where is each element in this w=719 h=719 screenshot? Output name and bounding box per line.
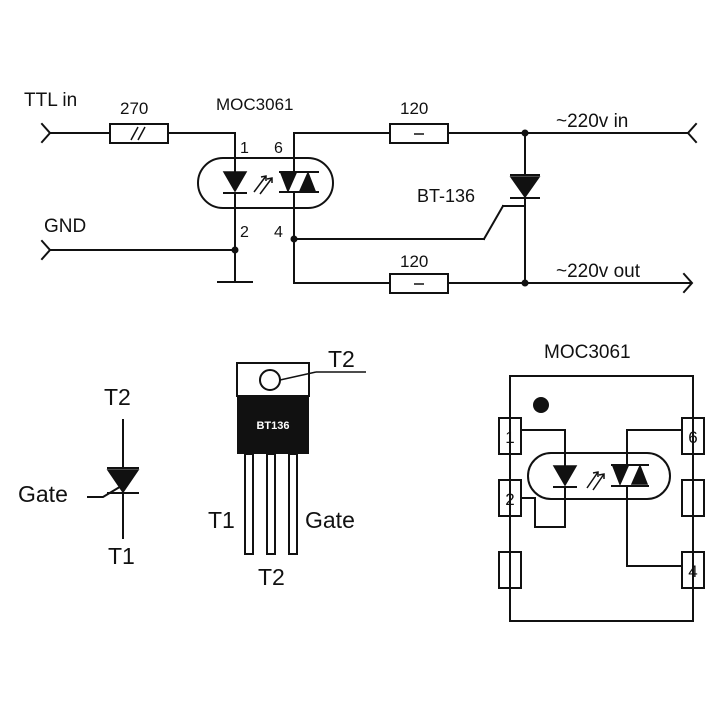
resistor-120-bottom-label: 120	[400, 252, 428, 271]
pin-4-box	[681, 551, 705, 589]
mains-in-terminal	[686, 122, 698, 144]
ttl-in-terminal	[40, 122, 52, 144]
package-body	[237, 396, 309, 454]
junction-dot	[231, 246, 239, 254]
mains-in-label: ~220v in	[556, 111, 628, 132]
triac-t2-label: T2	[104, 384, 131, 410]
pin-6-label: 6	[688, 428, 697, 447]
pin-nc-left	[498, 551, 522, 589]
main-schematic: TTL in 270 MOC3061	[24, 90, 698, 294]
triac-gate-label: Gate	[18, 481, 68, 507]
triac-pinout-symbol: T2 Gate T1	[18, 384, 140, 569]
mains-out-terminal	[682, 272, 694, 294]
package-lead-t1	[244, 453, 254, 555]
opto-triac-symbol	[279, 132, 319, 240]
triac-label: BT-136	[417, 186, 475, 206]
pin-6-box	[681, 417, 705, 455]
ttl-in-label: TTL in	[24, 90, 77, 111]
resistor-120-bottom	[389, 273, 449, 294]
moc3061-label: MOC3061	[216, 95, 293, 114]
resistor-270-label: 270	[120, 99, 148, 118]
opto-pin4-label: 4	[274, 224, 283, 241]
to220-package: T2 BT136 T1 Gate T2	[208, 346, 366, 590]
gnd-label: GND	[44, 216, 86, 237]
bt136-triac-symbol	[482, 132, 541, 284]
resistor-120-top-label: 120	[400, 99, 428, 118]
package-marking: BT136	[256, 420, 289, 432]
opto-pin2-label: 2	[240, 224, 249, 241]
resistor-270	[109, 123, 169, 144]
package-t1-label: T1	[208, 507, 235, 533]
pin1-marker	[533, 397, 549, 413]
triac-t1-label: T1	[108, 543, 135, 569]
package-t2-bottom-label: T2	[258, 564, 285, 590]
gnd-terminal	[40, 239, 52, 261]
package-lead-gate	[288, 453, 298, 555]
mounting-hole	[259, 369, 281, 391]
pin-1-label: 1	[505, 428, 514, 447]
light-arrows	[253, 175, 273, 195]
package-lead-t2	[266, 453, 276, 555]
package-gate-label: Gate	[305, 507, 355, 533]
pin-nc-right	[681, 479, 705, 517]
ic-opto-body	[527, 452, 671, 500]
mains-out-label: ~220v out	[556, 261, 641, 282]
opto-pin6-label: 6	[274, 140, 283, 157]
led-symbol	[222, 157, 248, 209]
opto-pin1-label: 1	[240, 140, 249, 157]
pin-4-label: 4	[688, 562, 697, 581]
package-t2-label: T2	[328, 346, 355, 372]
moc3061-pinout: MOC3061 1 2 6 4	[498, 342, 705, 622]
optocoupler-body	[197, 157, 334, 209]
package-tab	[236, 362, 310, 397]
pin-2-label: 2	[505, 490, 514, 509]
resistor-120-top	[389, 123, 449, 144]
pin-1-box	[498, 417, 522, 455]
junction-dot	[521, 279, 529, 287]
ic-outline	[509, 375, 694, 622]
moc-pinout-title: MOC3061	[544, 342, 631, 363]
